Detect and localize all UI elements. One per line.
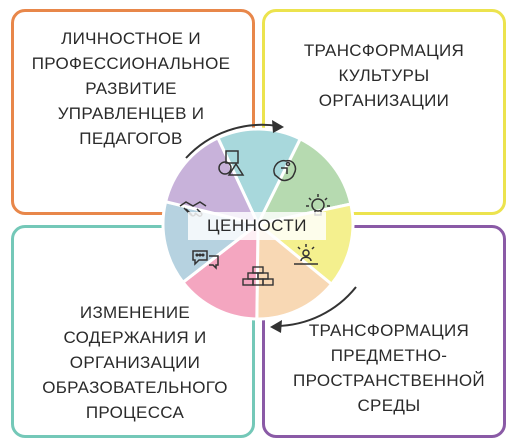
wheel-segment (255, 220, 334, 321)
chat-bubbles-icon (192, 250, 219, 270)
text-line: ЛИЧНОСТНОЕ И (61, 29, 201, 48)
text-line: ПРОЦЕССА (85, 403, 185, 422)
arrow-bottom-arc (275, 286, 357, 327)
culture-transformation-text: ТРАНСФОРМАЦИЯ КУЛЬТУРЫ ОРГАНИЗАЦИИ (262, 38, 506, 113)
text-line: УПРАВЛЕНЦЕВ И (57, 104, 205, 123)
text-line: ПРОФЕССИОНАЛЬНОЕ (31, 54, 231, 73)
wheel-segment (255, 136, 353, 227)
shapes-icon (218, 150, 245, 176)
text-line: ИЗМЕНЕНИЕ (79, 303, 191, 322)
center-label-values: ЦЕННОСТИ (188, 212, 326, 240)
text-line: ТРАНСФОРМАЦИЯ (308, 321, 470, 340)
text-line: ТРАНСФОРМАЦИЯ (303, 41, 465, 60)
text-line: СРЕДЫ (357, 396, 421, 415)
leader-team-icon (294, 244, 318, 265)
wheel-segment (163, 135, 261, 227)
box-personal-development (11, 9, 255, 215)
text-line: РАЗВИТИЕ (85, 79, 177, 98)
environment-transformation-text: ТРАНСФОРМАЦИЯ ПРЕДМЕТНО- ПРОСТРАНСТВЕННО… (276, 318, 502, 418)
brain-puzzle-icon (273, 159, 297, 182)
educational-process-text: ИЗМЕНЕНИЕ СОДЕРЖАНИЯ И ОРГАНИЗАЦИИ ОБРАЗ… (22, 300, 248, 425)
text-line: ОРГАНИЗАЦИИ (69, 353, 201, 372)
arrowhead-bottom-icon (270, 320, 282, 333)
arrowhead-top-icon (272, 120, 284, 133)
text-line: ОРГАНИЗАЦИИ (318, 91, 450, 110)
text-line: ПРОСТРАНСТВЕННОЙ (293, 371, 485, 390)
wheel-segment (180, 220, 260, 321)
text-line: ОБРАЗОВАТЕЛЬНОГО (42, 378, 228, 397)
text-line: ПРЕДМЕТНО- (330, 346, 448, 365)
personal-development-text: ЛИЧНОСТНОЕ И ПРОФЕССИОНАЛЬНОЕ РАЗВИТИЕ У… (11, 26, 251, 151)
arrow-top-arc (185, 123, 279, 159)
text-line: СОДЕРЖАНИЯ И (63, 328, 207, 347)
text-line: ПЕДАГОГОВ (79, 129, 183, 148)
text-line: КУЛЬТУРЫ (338, 66, 430, 85)
bricks-icon (242, 266, 274, 286)
